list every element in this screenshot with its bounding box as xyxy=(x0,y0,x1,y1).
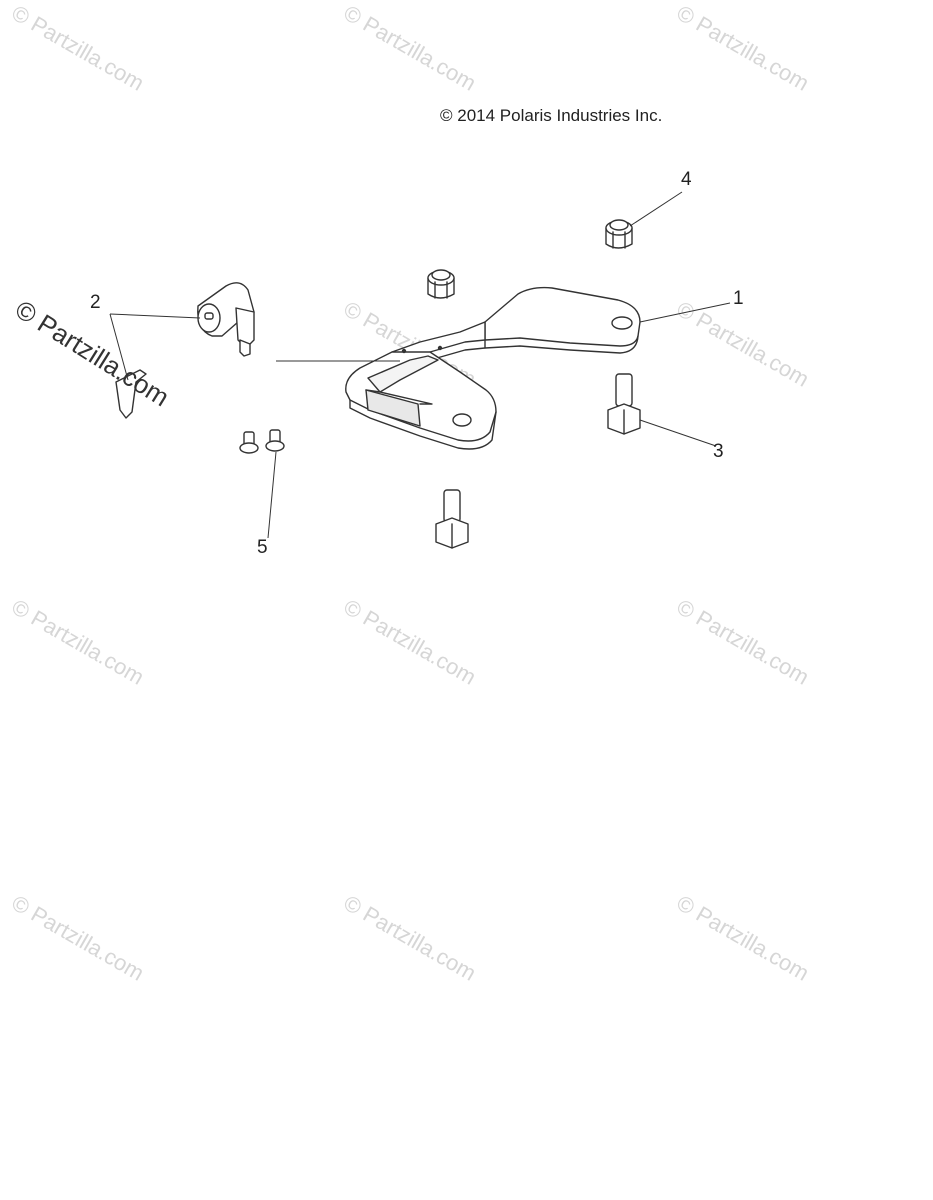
hex-bolt xyxy=(435,489,469,549)
callout-5: 5 xyxy=(257,537,268,558)
hex-bolt xyxy=(607,373,641,435)
latch-key xyxy=(115,369,147,419)
callout-4: 4 xyxy=(681,169,692,190)
machine-screw xyxy=(239,431,259,454)
lock-nut xyxy=(427,269,455,299)
lock-nut xyxy=(605,219,633,249)
bracket-plate xyxy=(345,286,641,450)
callout-3: 3 xyxy=(713,441,724,462)
machine-screw xyxy=(265,429,285,452)
callout-1: 1 xyxy=(733,288,744,309)
callout-2: 2 xyxy=(90,292,101,313)
lock-cylinder xyxy=(197,282,255,357)
leader-lines xyxy=(109,191,731,539)
copyright-text: © 2014 Polaris Industries Inc. xyxy=(440,106,663,125)
